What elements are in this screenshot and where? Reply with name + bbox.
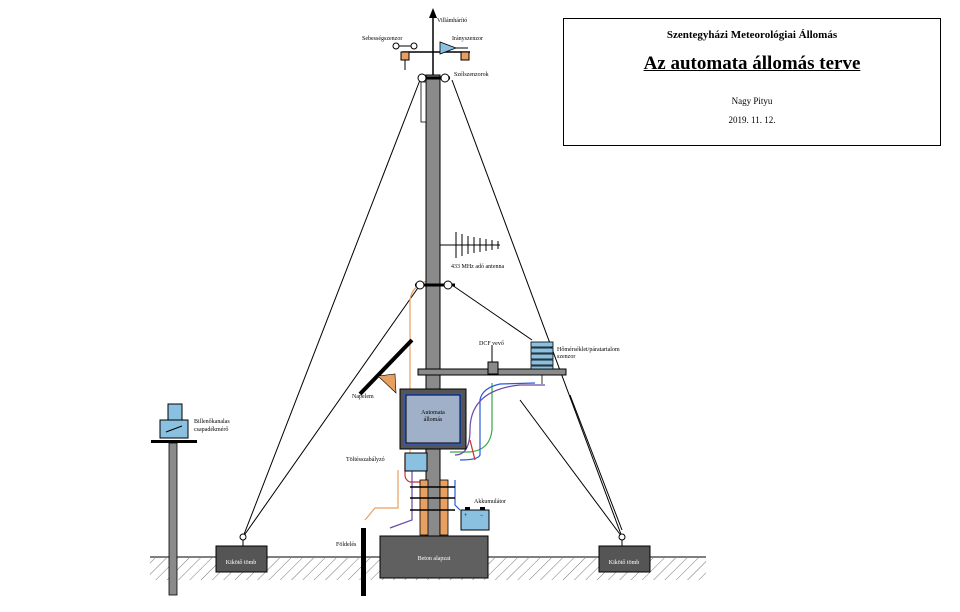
drawing-title: Az automata állomás terve	[643, 53, 861, 74]
lightning-rod-tip-icon	[429, 8, 437, 18]
svg-text:+: +	[464, 513, 468, 519]
label-station-1: Automata	[421, 410, 445, 416]
anchor-block-right	[598, 533, 651, 573]
label-lightning-rod: Villámhárító	[437, 18, 467, 24]
concrete-base	[379, 535, 489, 579]
label-temp-humidity-2: szenzor	[557, 354, 575, 360]
label-wind-sensors: Szélszenzorok	[454, 72, 489, 78]
direction-sensor-icon	[439, 41, 470, 61]
battery-icon: + −	[460, 507, 490, 531]
guy-ring-icon	[443, 280, 453, 290]
automatic-station-box	[399, 388, 467, 450]
antenna-icon	[440, 232, 500, 258]
label-direction-sensor: Irányszenzor	[452, 36, 483, 42]
author-name: Nagy Pityu	[731, 96, 773, 106]
speed-sensor-icon	[392, 42, 418, 70]
guy-wires	[242, 79, 623, 538]
label-speed-sensor: Sebességszenzor	[362, 36, 402, 42]
label-charge-controller: Töltésszabályzó	[346, 457, 385, 463]
svg-text:−: −	[480, 513, 484, 519]
guy-ring-icon	[440, 73, 450, 83]
guy-ring-icon	[417, 73, 427, 83]
radiation-shield-icon	[530, 341, 554, 384]
label-antenna: 433 MHz adó antenna	[451, 264, 504, 270]
organization-name: Szentegyházi Meteorológiai Állomás	[666, 29, 838, 41]
anchor-block-left	[215, 533, 268, 573]
grounding-rod	[361, 528, 366, 596]
title-block: Szentegyházi Meteorológiai Állomás Az au…	[563, 18, 941, 146]
label-anchor-left: Kikötő tömb	[226, 560, 257, 566]
drawing-date: 2019. 11. 12.	[728, 115, 776, 125]
charge-controller-icon	[404, 452, 428, 472]
base-supports	[410, 479, 455, 536]
label-solar-panel: Napelem	[352, 394, 374, 400]
label-temp-humidity-1: Hőmérséklet/páratartalom	[557, 347, 620, 353]
dcf-receiver-icon	[487, 345, 499, 375]
solar-panel-icon	[358, 338, 414, 396]
label-concrete-base: Beton alapzat	[418, 556, 451, 562]
label-battery: Akkumulátor	[474, 499, 506, 505]
label-dcf: DCF vevő	[479, 341, 504, 347]
label-rain-gauge-2: csapadékmérő	[194, 427, 228, 433]
label-anchor-right: Kikötő tömb	[609, 560, 640, 566]
cables	[364, 100, 545, 529]
label-grounding: Földelés	[336, 542, 357, 548]
guy-ring-icon	[415, 280, 425, 290]
label-rain-gauge-1: Billenőkanalas	[194, 419, 230, 425]
label-station-2: állomás	[424, 417, 443, 423]
rain-gauge-icon	[151, 403, 197, 596]
